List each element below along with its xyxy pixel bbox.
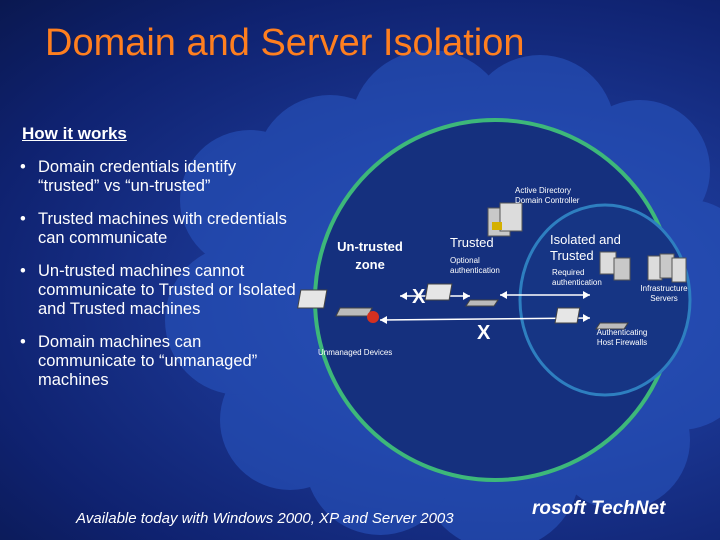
untrusted-zone-label: Un-trusted zone (337, 239, 403, 272)
bullet-item: Trusted machines with credentials can co… (20, 210, 300, 248)
unmanaged-label: Unmanaged Devices (318, 348, 393, 357)
bullet-item: Domain credentials identify “trusted” vs… (20, 158, 300, 196)
section-subtitle: How it works (22, 124, 127, 143)
bullet-list: Domain credentials identify “trusted” vs… (20, 158, 300, 404)
isolated-ring (518, 203, 692, 397)
footer-text: Available today with Windows 2000, XP an… (76, 510, 454, 527)
technet-logo: rosoft TechNet (532, 498, 666, 519)
bullet-item: Domain machines can communicate to “unma… (20, 333, 300, 390)
page-title: Domain and Server Isolation (45, 22, 525, 64)
trusted-label: Trusted (450, 235, 494, 250)
bullet-item: Un-trusted machines cannot communicate t… (20, 262, 300, 319)
auth-firewall-label: Authenticating Host Firewalls (596, 328, 648, 347)
trusted-laptop-icon (424, 283, 499, 307)
domain-controller-icon (487, 202, 523, 237)
optional-auth-label: Optional authentication (450, 256, 500, 275)
infrastructure-label: Infrastructure Servers (640, 284, 688, 303)
block-mark: X (477, 322, 491, 344)
ad-label: Active Directory Domain Controller (515, 186, 580, 205)
isolated-servers-icon (599, 251, 631, 281)
block-mark: X (412, 286, 426, 308)
isolated-label: Isolated and Trusted (550, 232, 621, 263)
firewall-laptop-icon (554, 307, 629, 330)
required-auth-label: Required authentication (552, 268, 602, 287)
infrastructure-servers-icon (647, 253, 687, 283)
